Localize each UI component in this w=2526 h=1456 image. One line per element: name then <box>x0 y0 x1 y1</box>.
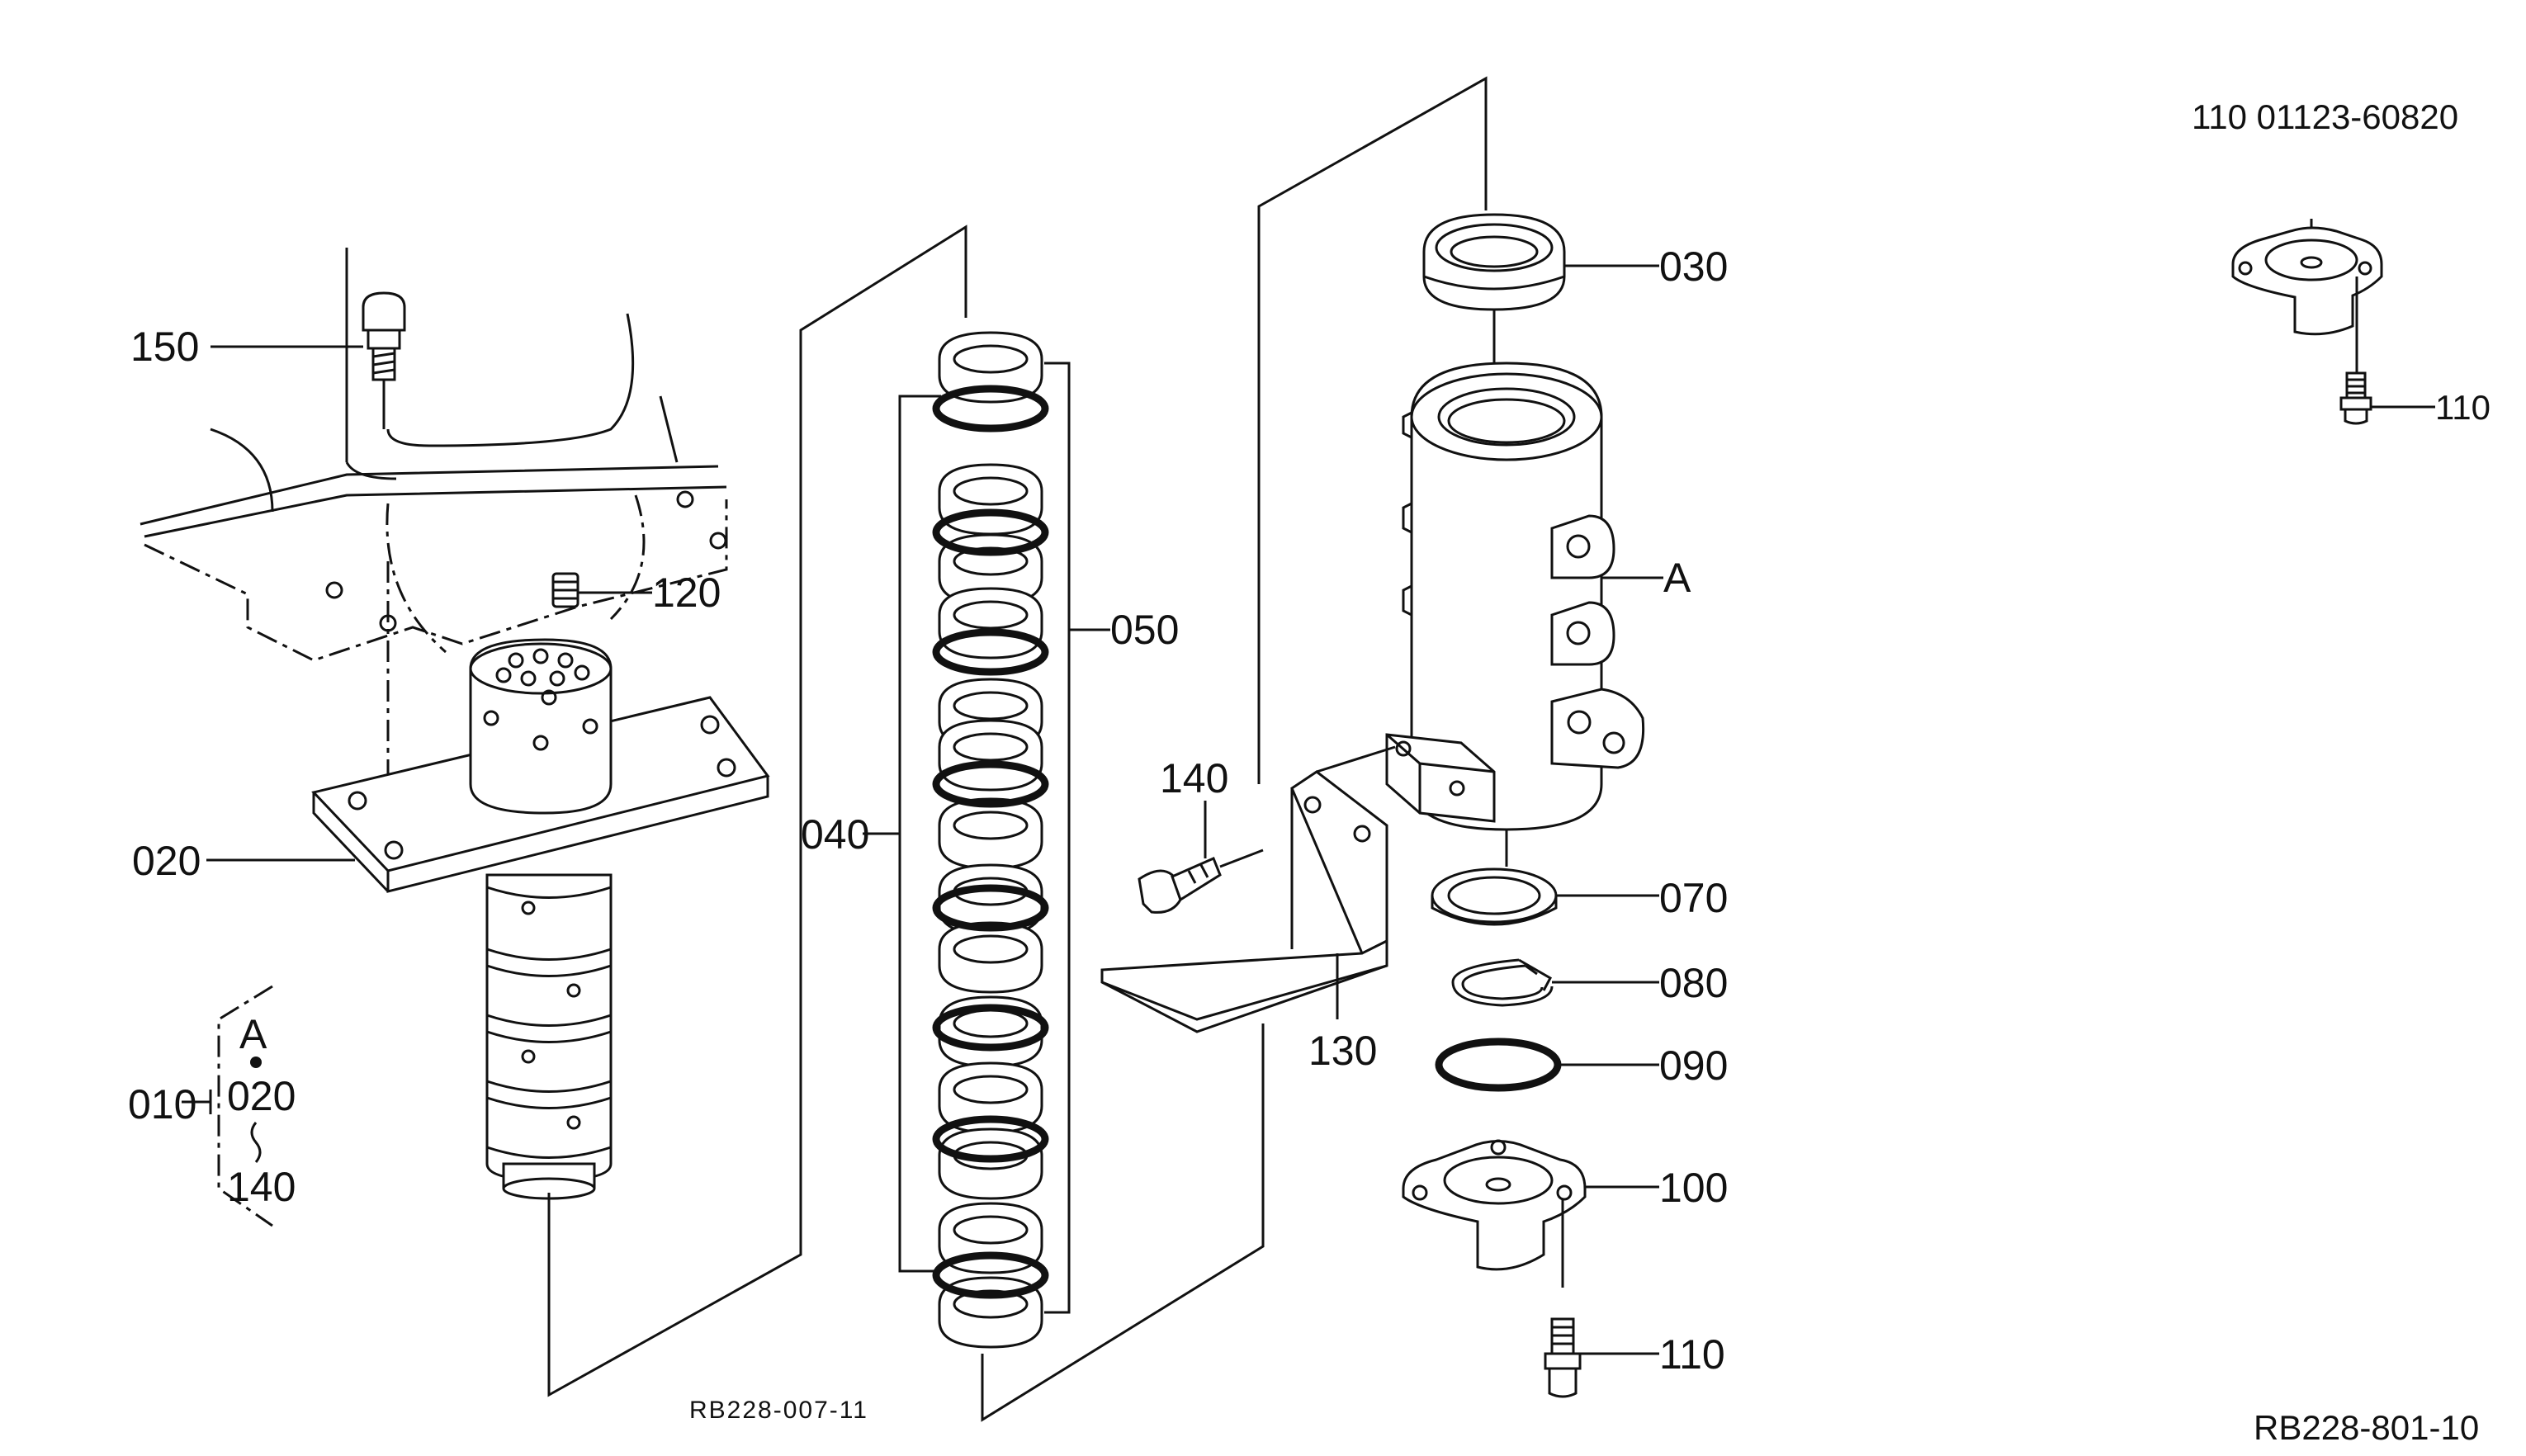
assembly-key-bottom: 140 <box>227 1164 296 1210</box>
seal-ring <box>938 797 1043 870</box>
part-070-washer <box>1431 867 1558 926</box>
callout-090: 090 <box>1659 1042 1728 1089</box>
part-090-o-ring <box>1435 1038 1562 1092</box>
drawing-reference-right: RB228-801-10 <box>2254 1408 2479 1447</box>
callout-040: 040 <box>801 811 869 858</box>
seal-ring-stack <box>932 331 1049 1349</box>
callout-010: 010 <box>128 1081 196 1127</box>
part-120-plug <box>551 572 579 608</box>
seal-ring <box>938 331 1043 404</box>
part-140-bolt <box>1138 849 1264 914</box>
seal-ring <box>938 995 1043 1068</box>
o-ring <box>932 508 1049 556</box>
callout-070: 070 <box>1659 875 1728 921</box>
callout-150: 150 <box>130 324 199 370</box>
mounting-frame <box>140 248 728 850</box>
o-ring <box>932 884 1049 932</box>
callout-050: 050 <box>1110 607 1179 653</box>
seal-ring <box>938 1061 1043 1134</box>
part-150-bolt <box>362 291 406 429</box>
callout-110: 110 <box>1659 1331 1725 1378</box>
explode-line-left <box>547 225 967 1397</box>
o-ring <box>932 385 1049 433</box>
explode-line-top <box>1257 76 1488 784</box>
o-ring <box>932 760 1049 808</box>
callout-140: 140 <box>1160 755 1228 801</box>
o-ring <box>932 1004 1049 1052</box>
callout-100: 100 <box>1659 1165 1728 1211</box>
part-020-shaft <box>311 638 770 1200</box>
o-ring <box>932 628 1049 676</box>
o-ring <box>932 1115 1049 1163</box>
callout-120: 120 <box>652 570 721 616</box>
callout-A: A <box>1663 555 1691 601</box>
seal-ring <box>938 719 1043 792</box>
explode-line-bottom <box>981 1023 1265 1422</box>
part-A-swivel-body <box>1385 362 1645 867</box>
seal-ring <box>938 921 1043 994</box>
o-ring <box>932 1251 1049 1299</box>
part-100-end-cover <box>1402 1139 1587 1288</box>
seal-ring <box>938 1127 1043 1200</box>
part-reference-number: 110 01123-60820 <box>2192 97 2458 136</box>
seal-ring <box>938 587 1043 659</box>
assembly-key: A 020 140 010 <box>128 985 296 1227</box>
part-080-snap-ring <box>1451 958 1554 1007</box>
callout-130: 130 <box>1308 1028 1377 1074</box>
part-130-bracket <box>1100 745 1396 1033</box>
assembly-key-top: A <box>239 1011 267 1057</box>
callout-020: 020 <box>132 838 201 884</box>
callout-110-inset: 110 <box>2435 388 2491 427</box>
part-030-seal-cap <box>1422 213 1566 363</box>
callout-030: 030 <box>1659 243 1728 290</box>
seal-ring <box>938 463 1043 536</box>
part-110-plug <box>1544 1317 1582 1398</box>
assembly-key-mid: 020 <box>227 1073 296 1119</box>
drawing-reference-left: RB228-007-11 <box>689 1397 868 1424</box>
callout-080: 080 <box>1659 960 1728 1006</box>
inset-cover-assembly <box>2231 219 2383 425</box>
